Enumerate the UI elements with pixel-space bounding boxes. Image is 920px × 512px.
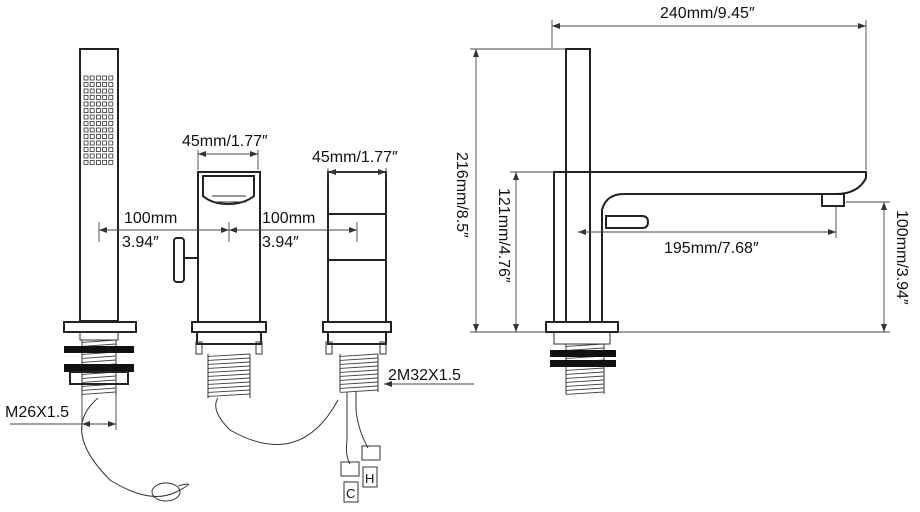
diverter-lever: [173, 237, 185, 283]
height-dimension: 216mm/8.5″: [453, 48, 566, 333]
side-deck-plate: [545, 321, 619, 333]
spacing-left-mm: 100mm: [124, 210, 177, 227]
cold-label: C: [346, 486, 355, 501]
spacing-left-in: 3.94″: [122, 234, 159, 251]
spout-thread: [207, 353, 251, 398]
spacing-right-mm: 100mm: [262, 210, 315, 227]
cold-connector: [343, 481, 359, 503]
spout-deck-plate: [191, 321, 267, 333]
side-valve-body: [565, 48, 591, 323]
m32-dimension: 2M32X1.5: [384, 367, 474, 387]
side-spout-outlet: [821, 193, 845, 207]
cold-hose: [345, 392, 351, 465]
side-lever: [605, 215, 650, 229]
hand-shower-deck-plate: [63, 321, 137, 333]
spout-width-dimension: 45mm/1.77″: [182, 133, 268, 170]
hot-hose: [355, 392, 369, 449]
mixer-valve: C H: [215, 171, 392, 503]
valve-width-label: 45mm/1.77″: [312, 149, 398, 166]
spray-holes: [83, 75, 114, 165]
hot-connector: [362, 466, 378, 488]
outlet-height-label: 100mm/3.94″: [893, 210, 910, 305]
reach-dimension: 195mm/7.68″: [578, 206, 837, 257]
side-view: [545, 48, 867, 395]
reach-label: 195mm/7.68″: [664, 240, 759, 257]
side-spout-body: [553, 171, 867, 323]
spout-height-label: 121mm/4.76″: [495, 188, 512, 283]
spacing-dimensions: 100mm 3.94″ 100mm 3.94″: [98, 210, 358, 251]
valve-body: [327, 171, 387, 323]
height-label: 216mm/8.5″: [453, 152, 470, 238]
hand-shower: [63, 48, 189, 502]
valve-thread: [339, 353, 379, 393]
spout-width-label: 45mm/1.77″: [182, 133, 268, 150]
valve-thread-label: 2M32X1.5: [388, 367, 461, 384]
hand-shower-body: [79, 48, 119, 322]
spout-height-dimension: 121mm/4.76″: [495, 171, 554, 332]
depth-dimension: 240mm/9.45″: [551, 5, 867, 170]
valve-width-dimension: 45mm/1.77″: [312, 149, 398, 180]
m26-dimension: M26X1.5: [5, 395, 117, 430]
handset-thread-label: M26X1.5: [5, 404, 69, 421]
outlet-height-dimension: 100mm/3.94″: [618, 201, 910, 333]
spout-front: [173, 171, 267, 398]
hand-shower-nut: [64, 364, 134, 372]
spacing-right-in: 3.94″: [262, 234, 299, 251]
side-thread: [550, 343, 616, 395]
spout-body: [197, 171, 261, 323]
hot-label: H: [365, 471, 374, 486]
spout-outlet: [202, 175, 255, 206]
hose: [81, 397, 189, 497]
shower-hose: [215, 397, 339, 445]
depth-label: 240mm/9.45″: [660, 5, 755, 22]
valve-deck-plate: [322, 321, 392, 333]
